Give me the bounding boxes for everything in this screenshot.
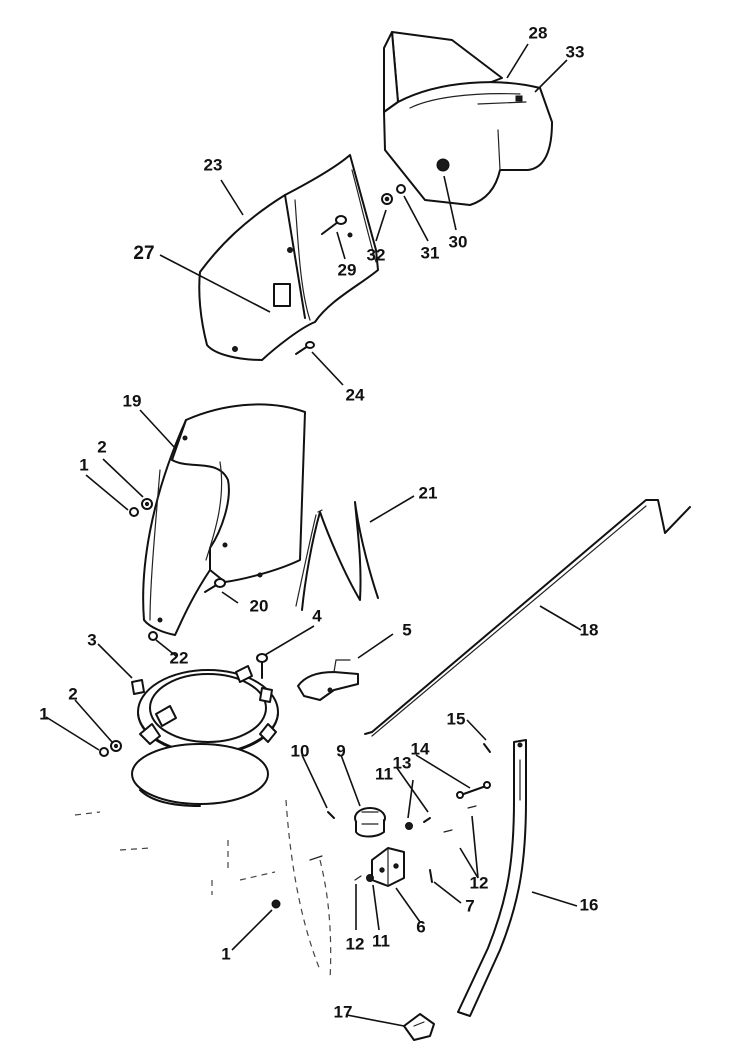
callout-12-lower: 12 [346,934,365,953]
handle-16-part [457,739,527,1017]
callout-27: 27 [133,243,154,264]
bolt-20-part [204,578,226,593]
clevis-14-part [456,781,491,799]
deflector-hood-part [383,31,553,206]
callout-20: 20 [250,596,269,615]
nut-15-part [483,743,491,753]
washer-32-part [381,193,393,205]
callout-11-lower: 11 [372,931,390,950]
nut-1-base-part [271,899,281,909]
callout-14: 14 [411,739,430,758]
callout-1-lower: 1 [39,704,48,723]
washer-31-part [396,184,406,194]
nut-22-part [148,631,158,641]
callout-11-upper: 11 [375,764,393,783]
clip-17-part [403,1013,435,1041]
callout-1-base: 1 [221,944,230,963]
callout-22: 22 [170,648,189,667]
cotter-12-part [443,805,477,833]
callout-21: 21 [419,483,438,502]
callout-2-lower: 2 [68,684,77,703]
callout-23: 23 [204,155,223,174]
callout-29: 29 [338,260,357,279]
chute-base-part [74,743,332,981]
callout-2-upper: 2 [97,437,106,456]
upper-chute-part [198,154,379,361]
nut-1-lower-part [99,747,109,757]
callout-labels: 28 33 23 27 29 32 31 30 24 19 2 1 21 20 … [39,23,598,1021]
callout-24: 24 [346,385,365,404]
spring-21-part [295,501,379,611]
callout-1-upper: 1 [79,455,88,474]
callout-10: 10 [291,741,310,760]
callout-33: 33 [566,42,585,61]
nut-11-lower-part [366,874,374,882]
callout-15: 15 [447,709,466,728]
nut-11-upper-part [405,822,413,830]
lower-chute-part [142,403,306,636]
bolt-24-part [295,341,315,355]
bolt-29-part [321,215,347,235]
callout-7: 7 [465,896,474,915]
callout-6: 6 [416,917,425,936]
callout-16: 16 [580,895,599,914]
callout-5: 5 [402,620,411,639]
bolt-4-part [256,653,268,679]
callout-4: 4 [312,606,322,625]
callout-13: 13 [393,753,412,772]
callout-17: 17 [334,1002,353,1021]
screw-7-part [429,869,433,883]
chute-ring-part [131,665,279,755]
cotter-12-lower-part [354,875,362,881]
callout-32: 32 [367,245,386,264]
callout-3: 3 [87,630,96,649]
callout-31: 31 [421,243,440,262]
callout-9: 9 [336,741,345,760]
mounting-bracket-part [371,847,405,887]
callout-18: 18 [580,620,599,639]
actuator-9-part [354,807,386,838]
control-rod-part [364,499,691,737]
callout-28: 28 [529,23,548,42]
leader-lines [45,43,582,1027]
pin-13-part [423,817,431,823]
callout-19: 19 [123,391,142,410]
washer-2-upper-part [141,498,153,510]
pin-10-part [327,811,335,819]
washer-2-lower-part [110,740,122,752]
callout-30: 30 [449,232,468,251]
clip-bracket-part [297,659,359,701]
callout-12-upper: 12 [470,873,489,892]
nut-1-upper-part [129,507,139,517]
